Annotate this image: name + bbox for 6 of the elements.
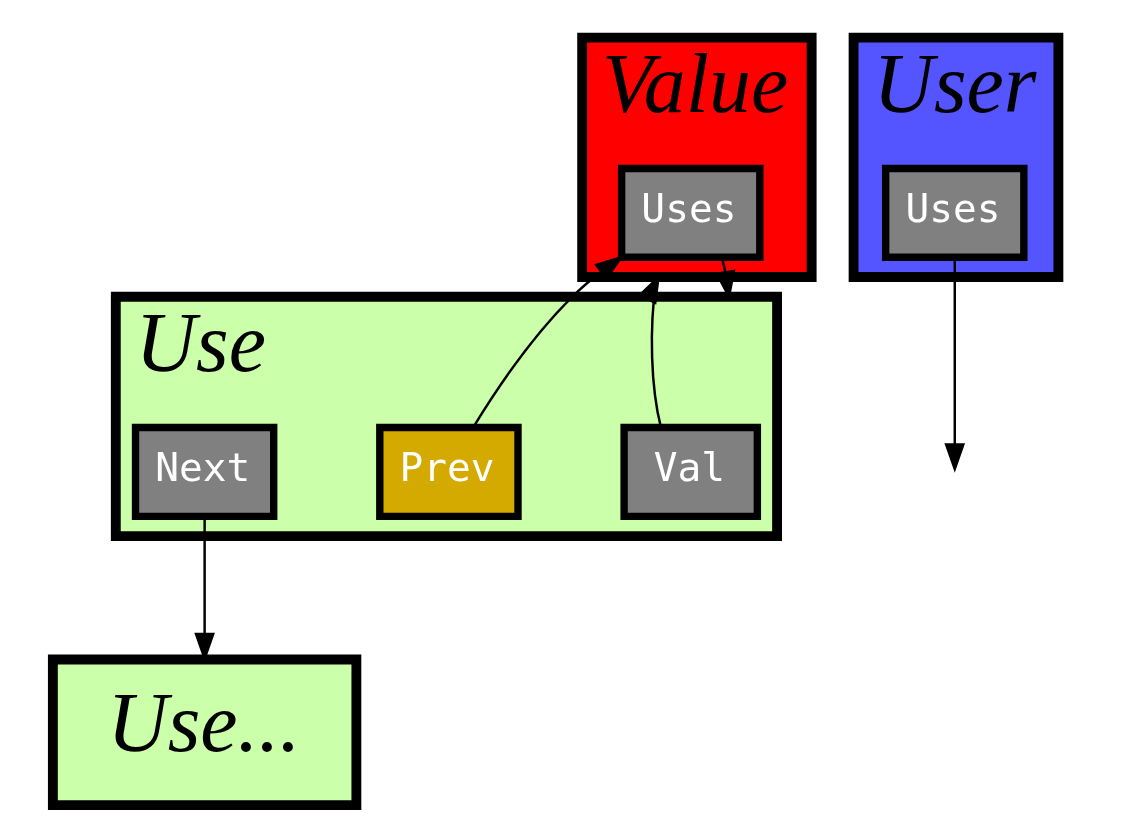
node-box: Next bbox=[131, 423, 278, 521]
node-box: Val bbox=[620, 423, 762, 521]
node-box: Uses bbox=[617, 164, 764, 261]
node-box: Uses bbox=[881, 164, 1028, 261]
node-box: Prev bbox=[376, 423, 522, 521]
node-box: Use... bbox=[47, 654, 362, 810]
